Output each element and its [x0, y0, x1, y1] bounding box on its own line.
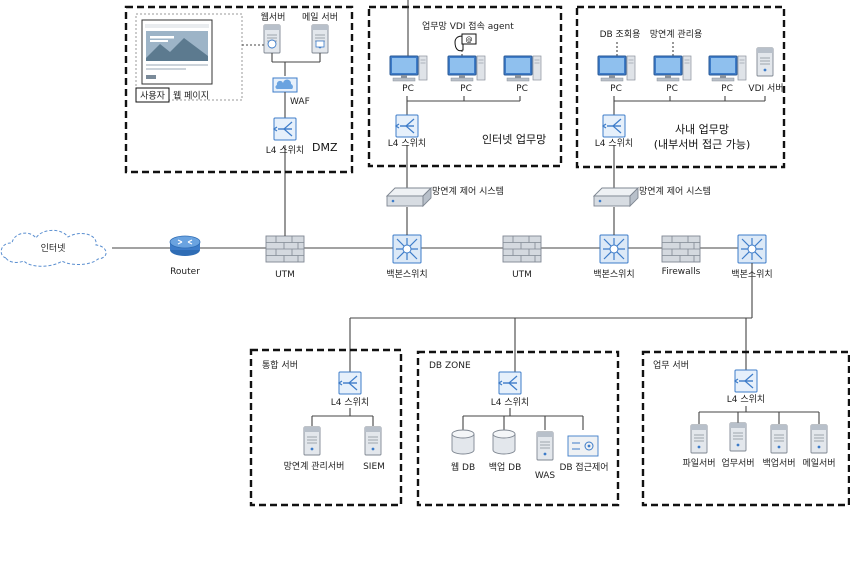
- gateway-system-icon: [386, 187, 432, 207]
- db-zone-title: DB ZONE: [429, 361, 471, 371]
- pc-label: PC: [402, 84, 414, 94]
- firewalls-icon: [661, 235, 701, 263]
- gateway-system-label: 망연계 제어 시스템: [639, 185, 711, 197]
- l4-switch-icon: [498, 371, 522, 395]
- pc-icon: [503, 55, 542, 82]
- svg-text:@: @: [466, 36, 473, 44]
- db-zone: [416, 350, 620, 507]
- web-db-label: 웹 DB: [451, 462, 475, 473]
- backbone-switch-icon: [392, 234, 422, 264]
- l4-switch-label: L4 스위치: [491, 396, 529, 408]
- gateway-mgmt-label: 망연계 관리용: [650, 28, 703, 40]
- agent-icon: @: [454, 33, 477, 52]
- utm-label: UTM: [275, 270, 295, 280]
- gateway-mgmt-server-icon: [303, 426, 321, 456]
- user-box: [135, 87, 170, 103]
- internet-work-zone: [367, 5, 563, 168]
- web-page-label: 웹 페이지: [173, 91, 209, 102]
- pc-icon: [597, 55, 636, 82]
- l4-switch-label: L4 스위치: [727, 393, 765, 405]
- l4-switch-icon: [273, 117, 297, 141]
- integrated-title: 통합 서버: [262, 360, 298, 371]
- l4-switch-label: L4 스위치: [388, 137, 426, 149]
- work-server-icon: [729, 422, 747, 452]
- vdi-server-icon: [756, 47, 774, 77]
- l4-switch-icon: [602, 114, 626, 138]
- backup-db-label: 백업 DB: [489, 462, 522, 473]
- pc-label: PC: [721, 84, 733, 94]
- file-server-label: 파일서버: [682, 458, 715, 469]
- pc-label: PC: [610, 84, 622, 94]
- pc-icon: [447, 55, 486, 82]
- internet-cloud-icon: [0, 229, 107, 267]
- pc-label: PC: [460, 84, 472, 94]
- mail-server-label: 메일서버: [802, 458, 835, 469]
- backbone-switch-label: 백본스위치: [386, 268, 427, 280]
- router-label: Router: [170, 267, 200, 277]
- backup-db-icon: [492, 429, 516, 455]
- utm-firewall-icon: [265, 235, 305, 263]
- router-icon: [169, 235, 201, 256]
- internal-title: 사내 업무망: [675, 123, 729, 136]
- backbone-switch-icon: [599, 234, 629, 264]
- l4-switch-icon: [338, 371, 362, 395]
- pc-icon: [653, 55, 692, 82]
- db-access-control-icon: [567, 435, 599, 457]
- file-server-icon: [690, 424, 708, 454]
- business-title: 업무 서버: [653, 360, 689, 371]
- gateway-system-label: 망연계 제어 시스템: [432, 185, 504, 197]
- vdi-server-label: VDI 서버: [748, 83, 783, 94]
- backup-server-label: 백업서버: [762, 458, 795, 469]
- integrated-server-zone: [249, 348, 403, 507]
- db-access-label: DB 접근제어: [559, 461, 608, 473]
- dmz-title: DMZ: [312, 141, 338, 154]
- utm-label: UTM: [512, 270, 532, 280]
- web-page-screenshot-icon: [141, 19, 213, 85]
- db-query-label: DB 조회용: [600, 29, 641, 40]
- web-page-frame: [135, 13, 243, 101]
- internal-work-zone: [575, 5, 786, 169]
- l4-switch-icon: [734, 369, 758, 393]
- web-db-icon: [451, 429, 475, 455]
- l4-switch-icon: [395, 114, 419, 138]
- business-server-zone: [641, 350, 850, 507]
- web-server-label: 웹서버: [261, 12, 286, 23]
- siem-server-icon: [364, 426, 382, 456]
- mail-server-icon: [810, 424, 828, 454]
- user-label: 사용자: [140, 91, 166, 102]
- backbone-switch-icon: [737, 234, 767, 264]
- dmz-zone: [124, 5, 354, 174]
- internet-label: 인터넷: [41, 243, 66, 254]
- was-label: WAS: [535, 471, 556, 481]
- l4-switch-label: L4 스위치: [595, 137, 633, 149]
- internet-work-title: 인터넷 업무망: [482, 133, 546, 146]
- gateway-mgmt-server-label: 망연계 관리서버: [284, 460, 345, 472]
- waf-icon: [272, 77, 298, 93]
- pc-icon: [708, 55, 747, 82]
- was-server-icon: [536, 431, 554, 461]
- internal-subtitle: (내부서버 접근 가능): [654, 138, 751, 151]
- pc-label: PC: [516, 84, 528, 94]
- backup-server-icon: [770, 424, 788, 454]
- waf-label: WAF: [290, 97, 310, 107]
- mail-server-label: 메일 서버: [302, 12, 338, 23]
- utm-firewall-icon: [502, 235, 542, 263]
- backbone-switch-label: 백본스위치: [593, 268, 634, 280]
- siem-label: SIEM: [363, 462, 385, 472]
- l4-switch-label: L4 스위치: [331, 396, 369, 408]
- work-server-label: 업무서버: [721, 458, 754, 469]
- pc-icon: [389, 55, 428, 82]
- gateway-system-icon: [593, 187, 639, 207]
- l4-switch-label: L4 스위치: [266, 144, 304, 156]
- pc-label: PC: [666, 84, 678, 94]
- agent-label: 업무망 VDI 접속 agent: [422, 20, 514, 32]
- mail-server-icon: [311, 24, 329, 54]
- firewalls-label: Firewalls: [662, 267, 701, 277]
- web-server-icon: [263, 24, 281, 54]
